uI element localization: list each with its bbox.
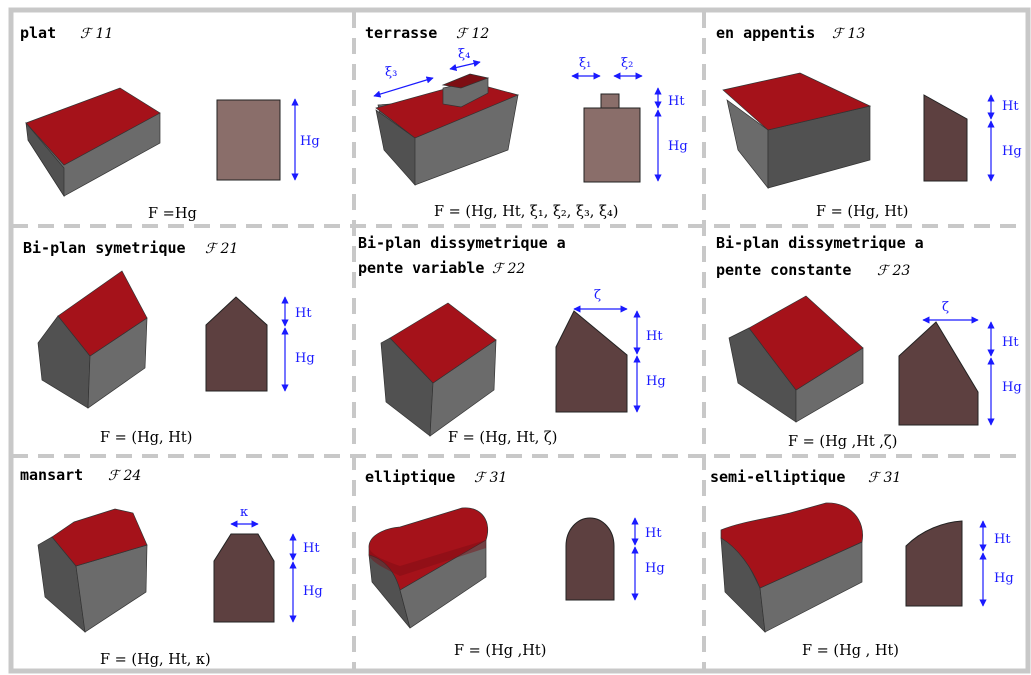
section-elliptique (565, 517, 615, 601)
dim-kappa-label: κ (240, 505, 248, 520)
cell-code: ℱ 12 (456, 26, 489, 42)
section-semi-elliptique (905, 520, 963, 607)
dim-ht-label: Ht (1002, 99, 1019, 114)
section-terrasse-body (583, 107, 641, 183)
house-3d-mansart (37, 508, 148, 633)
dim-hg-label: Hg (668, 139, 688, 154)
cell-title-line1: Bi-plan dissymetrique a (716, 234, 924, 252)
house-3d-elliptique (368, 507, 488, 629)
dim-ht-label: Ht (645, 526, 662, 541)
section-plat (216, 99, 281, 181)
cell-formula: F = (Hg, Ht) (100, 430, 192, 446)
diagram-frame (8, 7, 1031, 674)
cell-title: mansart (20, 466, 83, 484)
cell-code: ℱ 23 (877, 263, 910, 279)
cell-biplan-pente-constante: Bi-plan dissymetrique a pente constante … (716, 234, 1022, 450)
house-3d-appentis (722, 72, 872, 190)
cell-title: Bi-plan symetrique (23, 239, 186, 257)
cell-terrasse: terrasse ℱ 12 ξ₃ ξ₄ ξ₁ ξ₂ Ht Hg F = (Hg,… (365, 24, 688, 220)
dim-zeta-label: ζ (594, 288, 601, 303)
house-3d-plat (25, 87, 161, 198)
cell-title: en appentis (716, 24, 815, 42)
dim-ht-label: Ht (303, 541, 320, 556)
cell-code: ℱ 22 (492, 261, 525, 277)
dim-hg-label: Hg (994, 571, 1014, 586)
dim-hg-label: Hg (300, 134, 320, 149)
cell-code: ℱ 31 (474, 470, 507, 486)
dim-xi1-label: ξ₁ (579, 56, 591, 71)
dim-xi2-label: ξ₂ (621, 56, 633, 71)
dim-hg-label: Hg (303, 584, 323, 599)
dim-hg-label: Hg (646, 374, 666, 389)
dim-hg-label: Hg (1002, 380, 1022, 395)
cell-code: ℱ 11 (80, 26, 113, 42)
cell-semi-elliptique: semi-elliptique ℱ 31 Ht Hg F = (Hg , Ht) (710, 468, 1014, 659)
cell-title: semi-elliptique (710, 468, 845, 486)
cell-plat: plat ℱ 11 Hg F =Hg (20, 24, 320, 222)
cell-title: plat (20, 24, 56, 42)
dim-hg-label: Hg (1002, 144, 1022, 159)
cell-formula: F = (Hg, Ht, κ) (100, 652, 211, 668)
dim-xi3-label: ξ₃ (385, 65, 397, 80)
cell-title-line1: Bi-plan dissymetrique a (358, 234, 566, 252)
house-3d-terrasse (375, 73, 520, 186)
dim-hg-label: Hg (645, 561, 665, 576)
cell-formula: F = (Hg, Ht, ξ₁, ξ₂, ξ₃, ξ₄) (434, 204, 618, 220)
cell-title-line2: pente variable (358, 259, 484, 277)
dim-xi4-label: ξ₄ (458, 47, 470, 62)
section-biplan-pente-constante (898, 321, 979, 426)
dim-ht-label: Ht (646, 329, 663, 344)
cell-formula: F =Hg (148, 206, 197, 222)
house-3d-semi-elliptique (720, 502, 863, 633)
dim-ht-label: Ht (1002, 335, 1019, 350)
dim-ht-label: Ht (295, 306, 312, 321)
dim-xi3-line (373, 76, 434, 98)
cell-biplan-pente-variable: Bi-plan dissymetrique a pente variable ℱ… (358, 234, 666, 446)
cell-formula: F = (Hg, Ht, ζ) (448, 430, 557, 446)
house-3d-biplan-pente-constante (728, 295, 864, 423)
section-appentis (923, 94, 968, 182)
cell-mansart: mansart ℱ 24 κ Ht Hg F = (Hg, Ht, κ) (20, 466, 323, 668)
section-biplan-symetrique (205, 296, 268, 392)
dim-ht-label: Ht (994, 532, 1011, 547)
section-terrasse-top (600, 93, 620, 109)
house-3d-biplan-symetrique (37, 270, 148, 409)
dim-hg-label: Hg (295, 351, 315, 366)
section-mansart (213, 533, 275, 623)
cell-code: ℱ 13 (832, 26, 865, 42)
cell-biplan-symetrique: Bi-plan symetrique ℱ 21 Ht Hg F = (Hg, H… (23, 239, 315, 446)
cell-title: elliptique (365, 468, 455, 486)
cell-formula: F = (Hg, Ht) (816, 204, 908, 220)
cell-code: ℱ 24 (108, 468, 141, 484)
cell-formula: F = (Hg ,Ht) (454, 643, 546, 659)
cell-title-line2: pente constante (716, 261, 851, 279)
cell-appentis: en appentis ℱ 13 Ht Hg F = (Hg, Ht) (716, 24, 1022, 220)
cell-formula: F = (Hg , Ht) (802, 643, 899, 659)
cell-code: ℱ 21 (205, 241, 238, 257)
cell-elliptique: elliptique ℱ 31 Ht Hg F = (Hg ,Ht) (365, 468, 665, 659)
cell-formula: F = (Hg ,Ht ,ζ) (788, 434, 897, 450)
cell-code: ℱ 31 (868, 470, 901, 486)
house-3d-biplan-pente-variable (380, 302, 497, 437)
cell-title: terrasse (365, 24, 437, 42)
section-biplan-pente-variable (555, 310, 628, 413)
dim-ht-label: Ht (668, 94, 685, 109)
dim-xi4-line (449, 59, 481, 72)
dim-zeta-label: ζ (942, 300, 949, 315)
